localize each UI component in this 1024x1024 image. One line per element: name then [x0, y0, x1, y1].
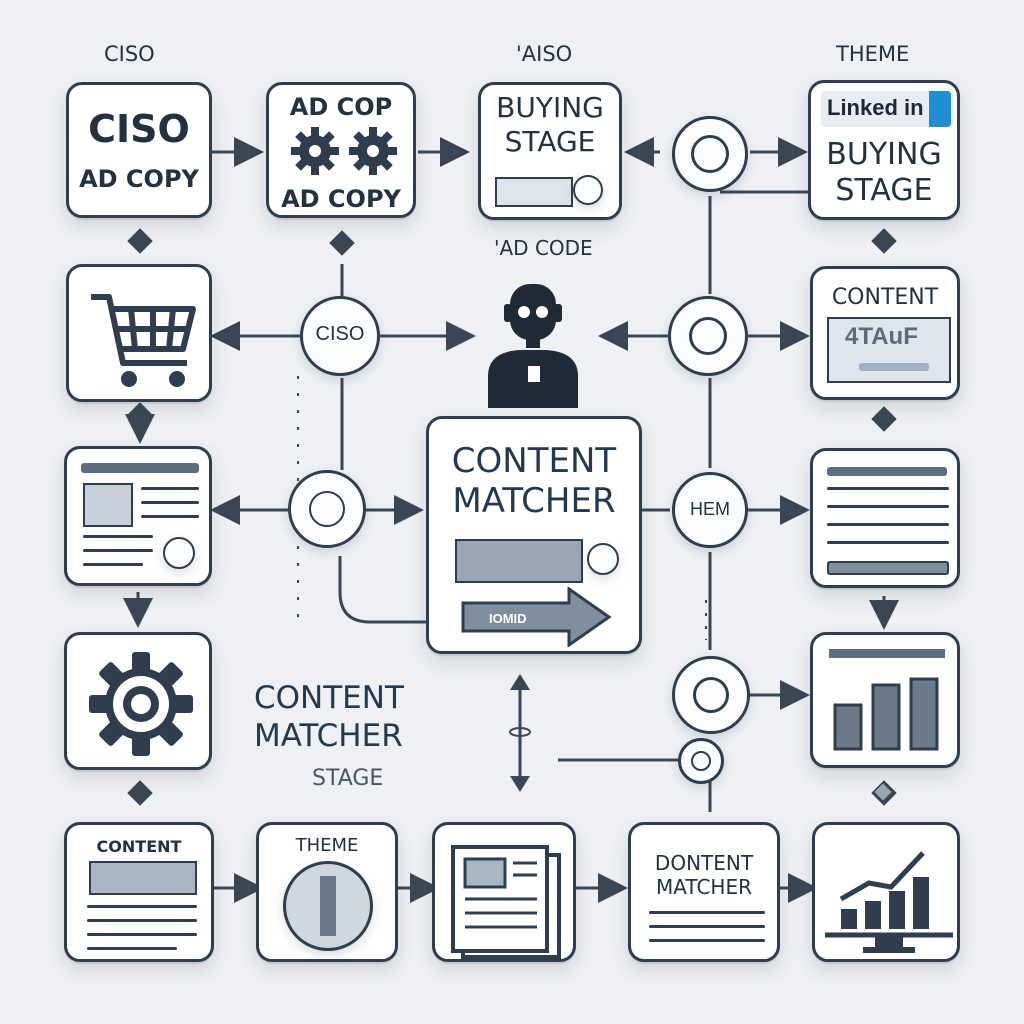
buying-title: BUYING [826, 137, 942, 172]
ciso-ad-copy-card[interactable]: CISO AD COPY [66, 82, 212, 218]
content-title: CONTENT [831, 285, 939, 310]
ad-field-icon [495, 177, 573, 207]
badge-icon [573, 175, 603, 205]
arrow-right-icon [461, 587, 612, 647]
ciso-circle[interactable]: CISO [300, 296, 380, 376]
bottom-content-title: CONTENT [96, 837, 182, 856]
bottom-matcher-line1: DONTENT [654, 851, 754, 875]
gears-icon [291, 127, 397, 175]
small-circle-node[interactable] [678, 738, 724, 784]
target-node-2[interactable] [668, 296, 748, 376]
content-matcher-stage-line2: MATCHER [254, 718, 403, 754]
content-matcher-title-line2: MATCHER [452, 481, 616, 521]
ad-copy-subtitle: AD COPY [79, 165, 199, 193]
globe-icon [283, 861, 373, 951]
document-card-left[interactable] [64, 446, 212, 586]
ad-cop-title: AD COP [289, 93, 393, 121]
stage-title: STAGE [504, 125, 596, 158]
person-icon [488, 284, 578, 408]
bottom-theme-title: THEME [295, 835, 359, 856]
cart-card[interactable] [66, 264, 212, 402]
content-matcher-main[interactable]: CONTENT MATCHER IOMID [426, 416, 642, 654]
stage-title: STAGE [835, 173, 933, 208]
hem-circle[interactable]: HEM [672, 472, 748, 548]
buying-stage-card[interactable]: BUYING STAGE [478, 82, 622, 220]
ciso-title: CISO [88, 107, 190, 151]
top-label-middle: 'AISO [516, 42, 573, 66]
content-card-right[interactable]: CONTENT 4TAuF [810, 266, 960, 400]
bottom-theme-card[interactable]: THEME [256, 822, 398, 962]
settings-card[interactable] [64, 632, 212, 770]
linkedin-badge-text: Linked in [827, 95, 924, 120]
arrow-up-icon [510, 674, 530, 690]
buying-title: BUYING [496, 91, 604, 124]
content-preview: 4TAuF [827, 317, 951, 383]
arrow-text: IOMID [489, 611, 527, 626]
gear-icon [89, 652, 193, 756]
bottom-document-card[interactable] [432, 822, 576, 962]
top-label-left: CISO [104, 42, 155, 66]
ad-code-label: 'AD CODE [494, 236, 593, 260]
bottom-matcher-line2: MATCHER [656, 875, 752, 899]
target-node-1[interactable] [672, 116, 748, 192]
cart-icon [91, 294, 196, 387]
ciso-circle-label: CISO [315, 323, 365, 345]
image-icon [83, 483, 133, 527]
bar-chart-icon [829, 649, 945, 751]
linkedin-buying-card[interactable]: Linked in BUYING STAGE [808, 80, 960, 220]
content-matcher-stage-line1: CONTENT [254, 680, 404, 716]
hem-label: HEM [690, 499, 730, 519]
ad-copy-subtitle: AD COPY [281, 185, 401, 213]
top-label-right: THEME [836, 42, 910, 66]
document-icon [451, 845, 561, 959]
ad-copy-card[interactable]: AD COP AD COPY [266, 82, 416, 218]
document-card-right[interactable] [810, 448, 960, 588]
monitor-chart-card[interactable] [812, 822, 960, 962]
content-matcher-title-line1: CONTENT [451, 441, 617, 481]
monitor-chart-icon [825, 851, 953, 953]
input-field-icon [455, 539, 583, 583]
bottom-matcher-card[interactable]: DONTENT MATCHER [628, 822, 780, 962]
content-matcher-stage-line3: STAGE [312, 766, 384, 791]
bar-chart-card[interactable] [810, 632, 960, 768]
bottom-content-card[interactable]: CONTENT [64, 822, 214, 962]
content-glyphs: 4TAuF [845, 323, 918, 350]
target-node-3[interactable] [672, 656, 750, 734]
badge-icon [587, 543, 619, 575]
link-circle[interactable] [288, 470, 366, 548]
linkedin-logo: Linked in [821, 91, 953, 127]
arrow-down-icon [510, 776, 530, 792]
